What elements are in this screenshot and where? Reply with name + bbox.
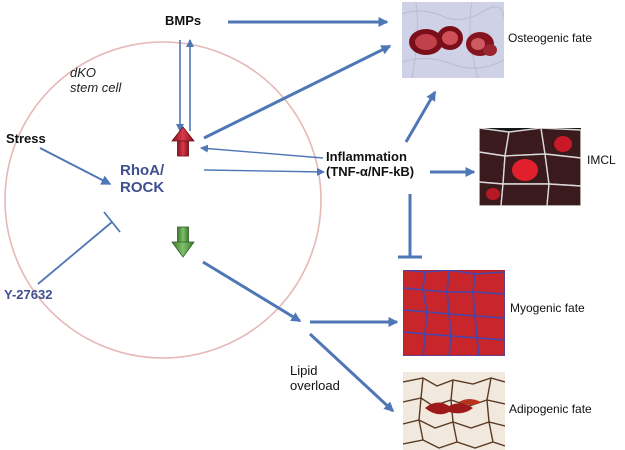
inflammation-line1: Inflammation [326,149,407,164]
lipid-line2: overload [290,377,340,393]
inhibitor-bar [103,211,121,233]
lipid-line1: Lipid [290,363,318,378]
inflammation-to-rhoa-arrow [200,144,324,159]
stress-to-rhoa-arrow [39,147,112,185]
inflammation-label: Inflammation (TNF-α/NF-kB) [326,149,415,180]
rhoa-down-arrow [202,260,302,323]
stem-cell-outline [4,41,322,359]
rhoa-rock-label: RhoA/ ROCK [120,162,164,197]
myogenic-fate-label: Myogenic fate [510,301,585,315]
adipogenic-tissue-image [403,372,505,450]
rhoa-down-green-arrow-body [177,226,189,244]
myogenic-tissue-image [403,270,505,356]
branch-to-adipogenic-arrow [308,332,395,413]
rhoa-up-red-arrow-head [171,126,195,142]
rhoa-down-green-arrow-head [171,241,195,258]
lipid-overload-label: Lipid overload [290,363,340,394]
inflammation-line2: (TNF-α/NF-kB) [326,163,415,179]
bmps-label: BMPs [165,13,202,28]
inhibitor-label: Y-27632 [4,287,53,302]
rhoa-up-red-arrow-body [177,139,189,157]
imcl-label: IMCL [587,153,616,167]
adipogenic-fate-label: Adipogenic fate [509,402,592,416]
inflammation-to-osteogenic-arrow [404,90,437,143]
inhibitor-line [37,221,113,285]
rhoa-to-inflammation-arrow [203,167,325,176]
cell-label-line2: stem cell [70,79,122,95]
rhoa-line1: RhoA/ [120,162,165,179]
cell-label-line1: dKO [70,65,97,80]
cell-label: dKO stem cell [70,65,122,96]
rhoa-to-osteogenic-arrow [203,44,392,140]
rhoa-line2: ROCK [120,179,165,197]
stress-label: Stress [6,131,46,146]
osteogenic-fate-label: Osteogenic fate [508,31,593,45]
imcl-tissue-image [479,128,581,206]
osteogenic-tissue-image [402,2,504,78]
